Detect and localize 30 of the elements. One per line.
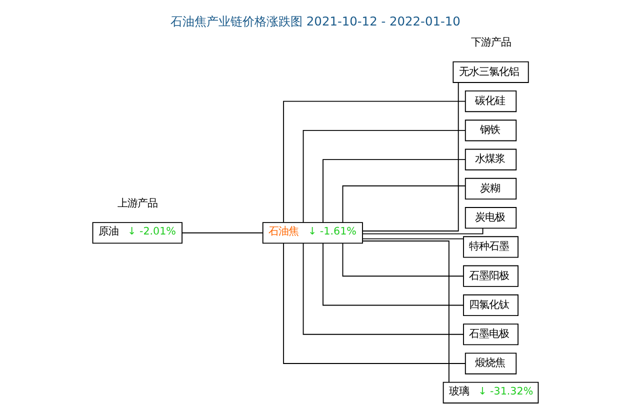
connector — [282, 243, 466, 364]
connector — [181, 232, 263, 234]
label: 上游产品 — [116, 197, 157, 210]
node-box: 煅烧焦 — [464, 352, 516, 374]
connector — [302, 130, 466, 223]
connector — [302, 242, 464, 335]
node-box: 无水三氯化铝 — [452, 61, 528, 83]
connector — [322, 159, 466, 223]
connector — [282, 100, 466, 223]
node-box: 石墨阳极 — [462, 265, 518, 287]
connector — [362, 240, 449, 383]
node-box: 石墨电极 — [462, 324, 518, 346]
node-box: 玻璃 ↓ -31.32% — [442, 382, 538, 404]
diagram-title: 石油焦产业链价格涨跌图 2021-10-12 - 2022-01-10 — [170, 14, 460, 29]
connector — [342, 185, 466, 223]
connector — [322, 242, 464, 306]
connector — [342, 242, 464, 277]
node-box: 水煤浆 — [464, 148, 516, 170]
node-box: 四氯化钛 — [462, 294, 518, 316]
node-box: 炭电极 — [464, 207, 516, 229]
node-box: 原油 ↓ -2.01% — [92, 222, 182, 244]
connector — [362, 238, 464, 240]
node-box: 钢铁 — [464, 120, 516, 142]
node-box: 炭糊 — [464, 178, 516, 200]
node-box: 石油焦 ↓ -1.61% — [262, 222, 362, 244]
node-box: 特种石墨 — [462, 236, 518, 258]
connector — [362, 82, 458, 232]
label: 下游产品 — [470, 36, 510, 49]
connector — [362, 228, 483, 234]
node-box: 碳化硅 — [464, 90, 516, 112]
